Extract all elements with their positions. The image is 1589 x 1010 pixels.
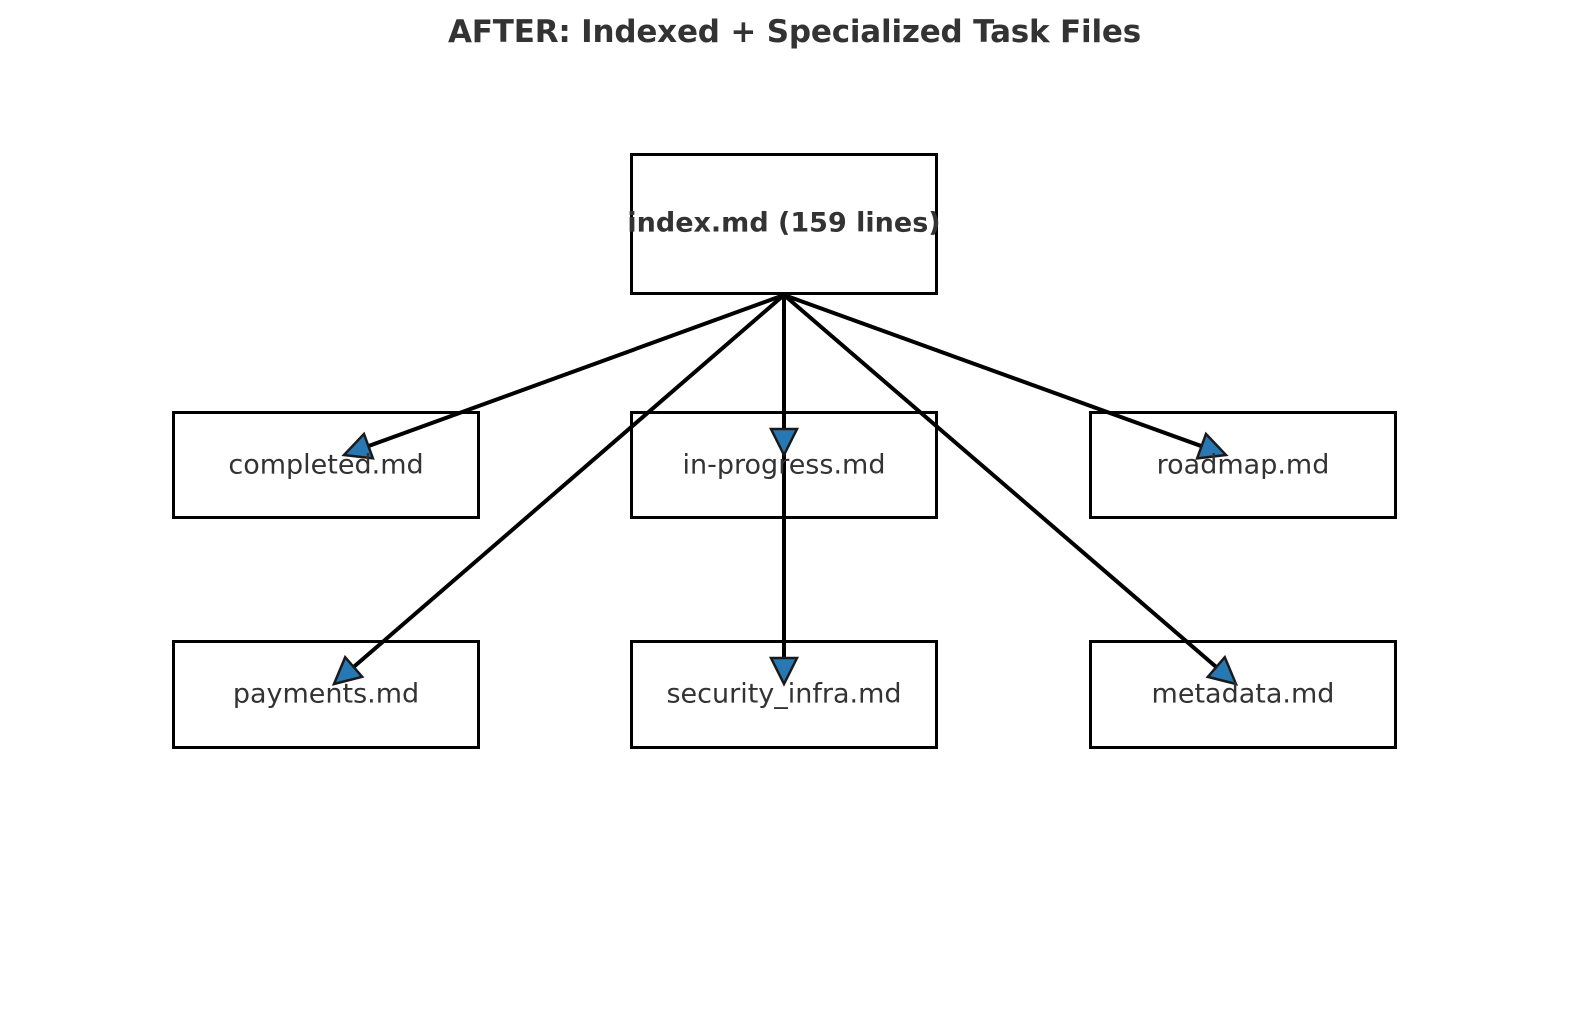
arrowhead-in-progress xyxy=(768,427,800,458)
edge-index-to-metadata xyxy=(782,293,1223,673)
node-box-payments[interactable] xyxy=(172,640,480,749)
arrowhead-security_infra xyxy=(768,656,800,687)
figure-title: AFTER: Indexed + Specialized Task Files xyxy=(448,14,1141,50)
node-box-completed[interactable] xyxy=(172,411,480,519)
arrowhead-roadmap xyxy=(1195,431,1229,460)
node-box-in-progress[interactable] xyxy=(630,411,938,519)
arrowhead-payments xyxy=(331,654,365,686)
edge-index-to-roadmap xyxy=(783,293,1208,451)
node-box-index[interactable] xyxy=(630,153,938,295)
arrowhead-completed xyxy=(341,431,375,460)
edges-group xyxy=(347,293,1223,673)
arrowhead-metadata xyxy=(1205,654,1239,686)
edge-index-to-payments xyxy=(347,293,786,673)
edge-index-to-completed xyxy=(362,293,785,451)
node-box-metadata[interactable] xyxy=(1089,640,1397,749)
arrowheads-group xyxy=(331,427,1239,687)
node-box-roadmap[interactable] xyxy=(1089,411,1397,519)
node-box-security_infra[interactable] xyxy=(630,640,938,749)
